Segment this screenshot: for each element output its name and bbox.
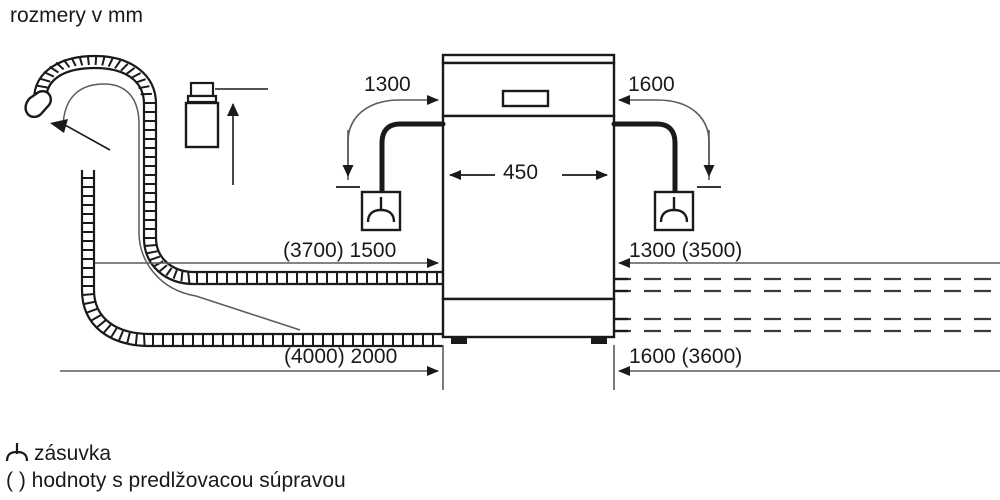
dishwasher-front-view [441,53,616,344]
appliance-foot-right [591,337,607,344]
dimension-label-low-left: (4000) 2000 [284,345,398,368]
page-title: rozmery v mm [10,4,143,27]
hose-centerline-guide [62,83,301,331]
dimension-low-right [613,345,1000,390]
dimension-low-left [60,345,444,390]
drain-hose [80,170,443,348]
hose-end-arrow-icon [50,119,111,151]
socket-icon-left [360,190,402,232]
dimension-1300-top [336,95,439,188]
power-cable-right [611,121,678,199]
dimension-label-low-right: 1600 (3600) [629,345,743,368]
right-hose-dashed-lines [614,277,1000,333]
dimension-label-mid-right: 1300 (3500) [629,239,743,262]
legend-bracket-note: ( ) hodnoty s predlžovacou súpravou [6,469,346,492]
dimension-label-1600-top: 1600 [628,73,675,96]
hose-end-cap-icon [24,90,52,119]
dimension-1600-top [618,95,721,188]
dimension-label-mid-left: (3700) 1500 [283,239,397,262]
water-inlet-hose [32,54,443,286]
appliance-foot-left [451,337,467,344]
control-panel-display [501,89,550,108]
aquastop-height-dimension [215,88,268,185]
aquastop-valve-icon [184,81,220,149]
dimension-label-450: 450 [503,161,539,184]
dimension-label-1300-top: 1300 [364,73,411,96]
socket-icon-right [653,190,695,232]
power-cable-left [379,121,446,199]
legend-socket-label: zásuvka [34,442,112,465]
legend-socket-icon [5,443,29,462]
